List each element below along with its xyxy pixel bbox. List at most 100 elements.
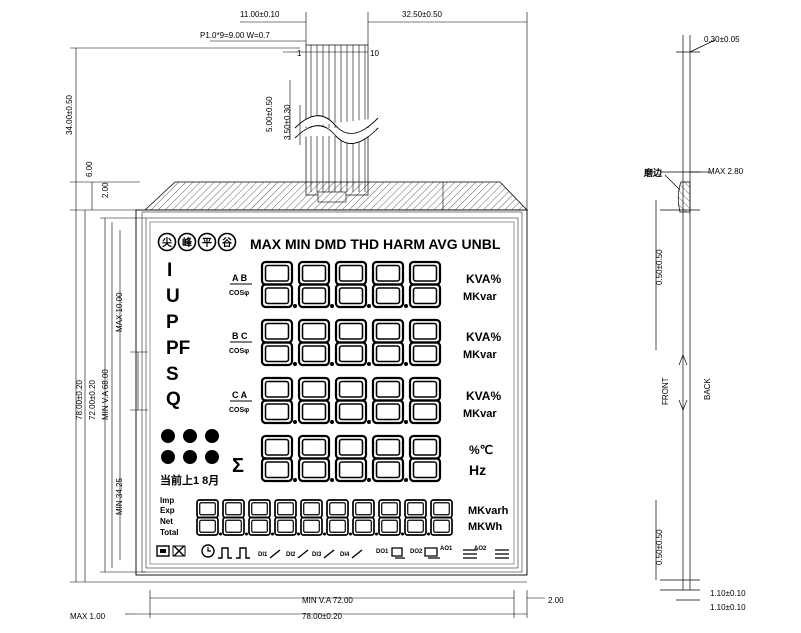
decimal-point — [293, 420, 297, 424]
dim-left-72: 72.00±0.20 — [88, 379, 97, 420]
side-b110b: 1.10±0.10 — [710, 603, 746, 612]
unit-mkwh: MKWh — [468, 521, 502, 533]
seven-seg-digit — [334, 318, 368, 367]
letter-i: I — [167, 260, 172, 281]
tariff-indicators: 尖峰平谷 — [157, 232, 237, 252]
dim-left-6: 6.00 — [85, 161, 94, 177]
phase-top: C A — [232, 390, 248, 400]
seven-seg-digit — [371, 376, 405, 425]
decimal-point — [404, 420, 408, 424]
seven-seg-digit — [378, 499, 401, 536]
decimal-point — [367, 420, 371, 424]
dim-min-3425: MIN 34.25 — [115, 478, 124, 515]
seven-seg-digit — [408, 376, 442, 425]
phase-top: A B — [232, 273, 248, 283]
lcd-header: MAX MIN DMD THD HARM AVG UNBL — [250, 236, 501, 252]
energy-net: Net — [160, 517, 173, 526]
decimal-point — [297, 532, 300, 536]
tariff-circle: 谷 — [217, 232, 237, 252]
decimal-point — [293, 304, 297, 308]
side-d050a: 0.50±0.50 — [655, 249, 664, 285]
seven-seg-digit — [260, 260, 294, 309]
status-ao2: AO2 — [474, 546, 487, 552]
sigma-symbol: Σ — [232, 455, 244, 477]
seven-seg-digit — [326, 499, 349, 536]
seven-seg-digit — [408, 260, 442, 309]
seven-seg-digit — [274, 499, 297, 536]
unit-kva: KVA% — [466, 389, 501, 403]
letter-s: S — [166, 364, 179, 385]
decimal-point — [330, 420, 334, 424]
seven-seg-digit — [297, 376, 331, 425]
decimal-point — [330, 304, 334, 308]
decimal-point — [330, 478, 334, 482]
phase-top: B C — [232, 331, 248, 341]
seven-seg-digit — [260, 376, 294, 425]
seven-seg-digit — [334, 260, 368, 309]
phase-row-1: A B COSφ KVA% MKvar — [229, 272, 501, 303]
seven-seg-digit — [248, 499, 271, 536]
month-label: 当前上1 8月 — [160, 473, 219, 487]
seven-seg-digit — [334, 376, 368, 425]
side-view — [655, 35, 716, 601]
phase-cos: COSφ — [229, 407, 249, 414]
seven-seg-digit — [196, 499, 219, 536]
energy-total: Total — [160, 528, 179, 537]
dim-top-right: 32.50±0.50 — [402, 10, 443, 19]
dim-right-2: 2.00 — [548, 596, 564, 605]
module-outline — [135, 181, 528, 576]
svg-text:平: 平 — [202, 237, 212, 249]
decimal-point — [293, 362, 297, 366]
decimal-point — [367, 304, 371, 308]
side-max-280: MAX 2.80 — [708, 167, 744, 176]
side-top-thk: 0.30±0.05 — [704, 35, 740, 44]
svg-text:峰: 峰 — [182, 236, 193, 249]
dim-fpc-b: 3.50±0.30 — [283, 104, 292, 140]
unit-mkvar: MKvar — [463, 408, 497, 420]
decimal-point — [427, 532, 430, 536]
decimal-point — [293, 478, 297, 482]
phase-row-3: C A COSφ KVA% MKvar — [229, 389, 501, 420]
pin-last: 10 — [370, 49, 379, 58]
decimal-point — [401, 532, 404, 536]
fpc-tail — [294, 44, 379, 203]
side-view-texts: 0.30±0.05 磨边 MAX 2.80 0.50±0.50 FRONT BA… — [643, 35, 746, 612]
energy-imp: Imp — [160, 496, 174, 505]
energy-exp: Exp — [160, 506, 175, 515]
side-back: BACK — [703, 378, 712, 400]
unit-mkvarh: MKvarh — [468, 505, 509, 517]
dot-grid — [161, 429, 219, 464]
seven-seg-digit — [408, 434, 442, 483]
dim-left-78: 78.00±0.20 — [75, 379, 84, 420]
dim-left-34: 34.00±0.50 — [65, 94, 74, 135]
unit-kva: KVA% — [466, 272, 501, 286]
status-di2: DI2 — [286, 552, 296, 558]
lcd-content: 尖峰平谷 MAX MIN DMD THD HARM AVG UNBL I U P… — [156, 232, 509, 559]
seven-seg-digit — [408, 318, 442, 367]
tariff-circle: 尖 — [157, 232, 177, 252]
status-do1: DO1 — [376, 549, 389, 555]
tariff-circle: 峰 — [177, 232, 197, 252]
phase-row-2: B C COSφ KVA% MKvar — [229, 330, 501, 361]
seven-seg-digit — [297, 318, 331, 367]
seven-seg-digit — [371, 434, 405, 483]
side-mojian: 磨边 — [643, 167, 663, 178]
unit-percent-c: %℃ — [469, 443, 493, 457]
dim-left-2: 2.00 — [101, 182, 110, 198]
decimal-point — [219, 532, 222, 536]
side-b110a: 1.10±0.10 — [710, 589, 746, 598]
letter-u: U — [166, 286, 180, 307]
seven-seg-digit — [260, 318, 294, 367]
letter-p: P — [166, 312, 179, 333]
side-front: FRONT — [661, 377, 670, 405]
decimal-point — [404, 478, 408, 482]
phase-cos: COSφ — [229, 290, 249, 297]
dim-bottom-78: 78.00±0.20 — [302, 612, 343, 621]
decimal-point — [404, 304, 408, 308]
seven-seg-digit — [352, 499, 375, 536]
svg-text:谷: 谷 — [222, 236, 233, 249]
unit-mkvar: MKvar — [463, 291, 497, 303]
svg-text:尖: 尖 — [162, 236, 172, 249]
seven-seg-digit — [297, 260, 331, 309]
